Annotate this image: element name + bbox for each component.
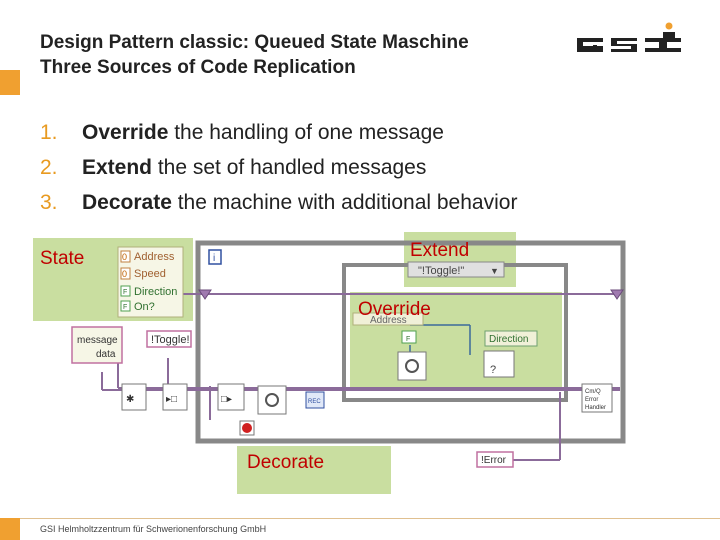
extend-label: Extend <box>410 240 469 261</box>
svg-text:Cm/Q: Cm/Q <box>585 389 601 395</box>
direction-inner <box>484 330 538 347</box>
svg-text:Handler: Handler <box>585 405 606 411</box>
svg-text:i: i <box>213 253 215 264</box>
list-text: the handling of one message <box>168 121 444 144</box>
question-node <box>483 350 515 378</box>
accent-bar-top <box>0 70 20 95</box>
svg-text:✱: ✱ <box>126 394 134 405</box>
address-inner <box>352 312 424 326</box>
title-line-1: Design Pattern classic: Queued State Mas… <box>40 32 469 53</box>
shift-register-right-icon <box>610 289 624 300</box>
message-cluster <box>71 326 123 364</box>
error-handler <box>581 383 613 413</box>
list-text: the machine with additional behavior <box>171 191 518 214</box>
svg-text:!Toggle!: !Toggle! <box>151 334 190 346</box>
svg-text:?: ? <box>490 364 496 376</box>
function-node <box>162 383 188 411</box>
title-line-2: Three Sources of Code Replication <box>40 57 356 78</box>
gear-icon <box>257 385 287 415</box>
gear-icon <box>397 351 427 381</box>
slide-title: Design Pattern classic: Queued State Mas… <box>40 30 469 80</box>
list-item: 1.Override the handling of one message <box>40 121 444 144</box>
list-keyword: Override <box>82 121 169 144</box>
cluster-on: On? <box>134 301 155 313</box>
list-item: 2.Extend the set of handled messages <box>40 156 427 179</box>
svg-text:F: F <box>406 336 410 343</box>
decorate-highlight <box>237 446 391 494</box>
principles-list: 1.Override the handling of one message 2… <box>40 118 517 223</box>
chevron-down-icon: ▼ <box>490 266 499 276</box>
rec-node <box>305 391 325 409</box>
decorate-label: Decorate <box>247 452 324 473</box>
iteration-terminal <box>208 249 222 265</box>
cluster-speed: Speed <box>134 268 166 280</box>
gsi-logo <box>575 22 685 63</box>
list-text: the set of handled messages <box>152 156 427 179</box>
function-node <box>217 383 245 411</box>
cluster-zero: 0 <box>122 252 127 262</box>
svg-text:Address: Address <box>370 315 407 326</box>
svg-text:Error: Error <box>585 397 598 403</box>
footer-rule <box>20 518 720 519</box>
accent-bar-bottom <box>0 518 20 540</box>
while-loop-frame <box>195 240 626 444</box>
svg-text:□▸: □▸ <box>221 394 232 405</box>
data-label: data <box>96 349 116 360</box>
state-label: State <box>40 248 84 269</box>
stop-icon <box>242 423 252 433</box>
case-selector[interactable] <box>407 261 505 278</box>
toggle-constant <box>146 330 192 348</box>
cluster-false: F <box>123 289 127 296</box>
svg-text:"!Toggle!": "!Toggle!" <box>418 265 464 277</box>
error-constant <box>476 451 514 468</box>
svg-text:REC: REC <box>308 399 321 405</box>
shift-register-left-icon <box>198 289 212 300</box>
footer-text: GSI Helmholtzzentrum für Schwerionenfors… <box>40 524 267 534</box>
svg-text:Direction: Direction <box>489 334 528 345</box>
cluster-direction: Direction <box>134 286 177 298</box>
override-label: Override <box>358 299 431 320</box>
false-constant <box>401 330 417 344</box>
svg-text:!Error: !Error <box>481 455 507 466</box>
cluster-zero: 0 <box>122 269 127 279</box>
list-keyword: Decorate <box>82 191 172 214</box>
message-label: message <box>77 335 118 346</box>
svg-text:▸□: ▸□ <box>166 394 177 405</box>
function-node <box>121 383 147 411</box>
list-keyword: Extend <box>82 156 153 179</box>
cluster-false: F <box>123 304 127 311</box>
list-item: 3.Decorate the machine with additional b… <box>40 191 518 214</box>
cluster-address: Address <box>134 251 175 263</box>
